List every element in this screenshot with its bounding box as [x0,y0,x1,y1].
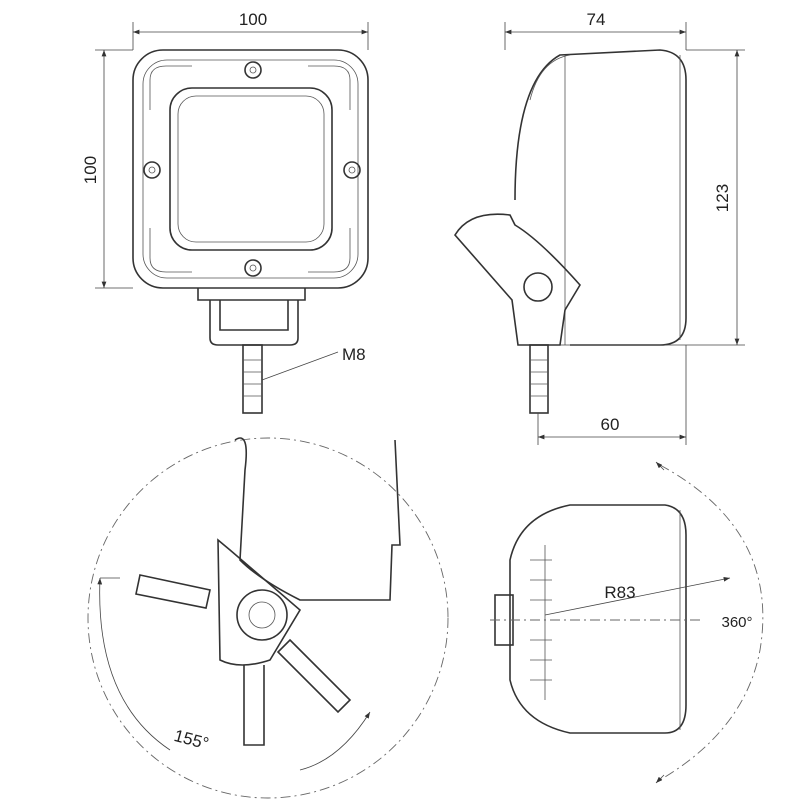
lens-outline [169,87,333,251]
rotation-angle-label: 360° [721,614,752,631]
front-width-dimension: 100 [239,10,267,29]
side-depth-dimension: 74 [587,10,606,29]
radius-label: R83 [604,583,635,602]
side-height-dimension: 123 [713,184,732,212]
bolt-icon [143,61,361,277]
tilted-lamp-outline [234,437,401,601]
front-height-dimension: 100 [81,156,100,184]
side-stud [529,344,549,414]
tilt-angle-label: 155° [172,726,211,753]
stud-position-right [276,638,352,714]
rotation-view: R83 360° [490,461,764,784]
stud-position-down [243,665,265,746]
side-view: 74 123 60 [454,10,745,445]
lamp-housing-outline [132,49,369,289]
mount-stud [242,344,263,414]
mount-bracket [197,288,306,346]
front-view: 100 100 M8 [81,10,369,414]
tilt-view: 155° [87,437,449,799]
thread-label: M8 [342,345,366,364]
stud-position-left [135,574,211,609]
mount-depth-dimension: 60 [601,415,620,434]
side-bracket [454,213,581,346]
side-housing-outline [514,49,687,346]
rotation-lamp-outline [509,504,687,734]
